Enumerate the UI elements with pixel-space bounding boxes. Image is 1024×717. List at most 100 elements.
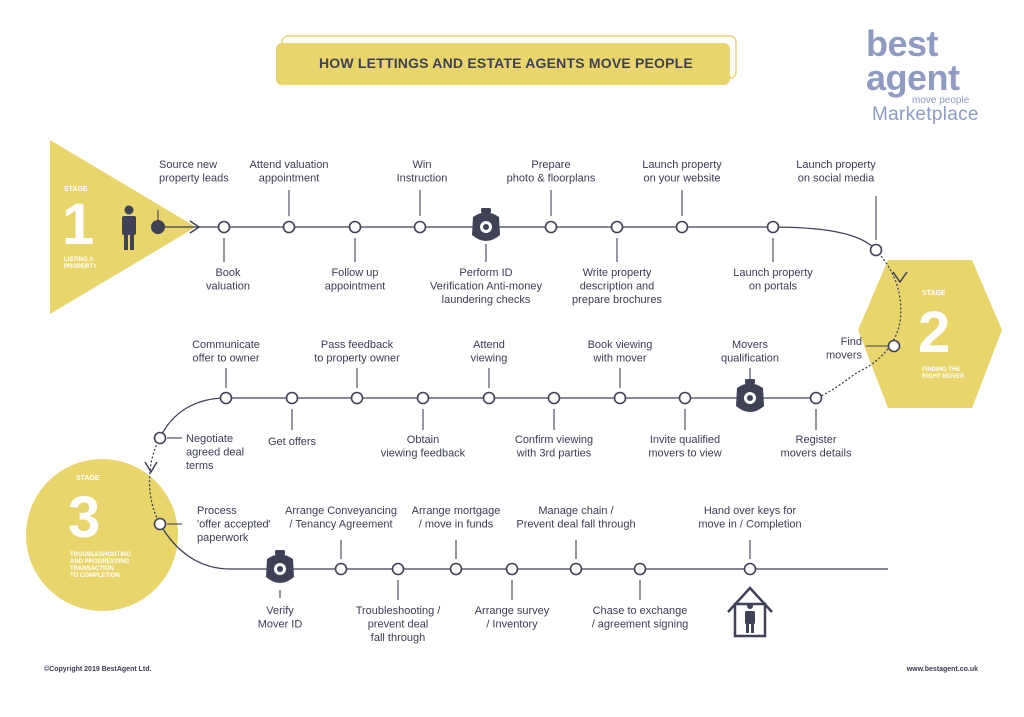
step-follow-up-label-line: Follow up: [331, 267, 378, 279]
step-manage-chain-label: Manage chain / Prevent deal fall through: [516, 505, 635, 531]
stage-3-caption-line: TRANSACTION: [70, 566, 114, 572]
logo-best-text: best: [866, 23, 939, 64]
logo-agent-text: agent: [866, 57, 960, 98]
step-invite-qualified-node: [678, 391, 692, 405]
step-launch-social-node: [869, 243, 883, 257]
step-register-movers-label-line: Register: [796, 434, 837, 446]
step-launch-website-node: [675, 220, 689, 234]
step-prepare-photo-label: Prepare photo & floorplans: [507, 159, 596, 185]
step-book-valuation-node: [217, 220, 231, 234]
step-book-valuation-label-line: valuation: [206, 281, 250, 293]
step-confirm-viewing-label-line: Confirm viewing: [515, 434, 593, 446]
stage-2-caption-line: RIGHT MOVER: [922, 374, 965, 380]
stage-1-number: 1: [62, 192, 94, 257]
step-arrange-conveyancing-label-line: Arrange Conveyancing: [285, 505, 397, 517]
step-arrange-survey-label: Arrange survey/ Inventory: [475, 605, 550, 631]
step-find-movers-node: [887, 339, 901, 353]
step-negotiate-node: [153, 431, 167, 445]
step-win-instruction-label-line: Win: [413, 159, 432, 171]
step-find-movers-label-line: movers: [826, 350, 863, 362]
step-arrange-mortgage-label-line: / move in funds: [419, 519, 494, 531]
step-arrange-survey-label-line: Arrange survey: [475, 605, 550, 617]
step-process-offer-label-line: paperwork: [197, 532, 249, 544]
step-communicate-offer-label-line: Communicate: [192, 339, 260, 351]
stage-1-label: STAGE: [64, 186, 88, 193]
step-prepare-photo-label-line: Prepare: [531, 159, 570, 171]
step-book-valuation-label-line: Book: [215, 267, 241, 279]
step-pass-feedback-node: [350, 391, 364, 405]
step-follow-up-label-line: appointment: [325, 281, 386, 293]
step-prepare-photo-label-line: photo & floorplans: [507, 173, 596, 185]
stage-3-caption-line: AND PROGRESSING: [70, 559, 130, 565]
step-attend-viewing-label: Attend viewing: [471, 339, 508, 365]
step-pass-feedback-label: Pass feedback to property owner: [314, 339, 400, 365]
step-negotiate-label-line: agreed deal: [186, 447, 244, 459]
stage-3-caption-line: TO COMPLETION: [70, 573, 120, 579]
step-verify-mover-label-line: Verify: [266, 605, 294, 617]
step-get-offers-node: [285, 391, 299, 405]
arrow-down-left-icon: [144, 461, 158, 474]
stage-3-label: STAGE: [76, 475, 100, 482]
step-movers-qualification-label-line: qualification: [721, 353, 779, 365]
step-process-offer-label: Process'offer accepted'paperwork: [197, 505, 271, 544]
step-verify-mover-police-badge-icon: [266, 550, 294, 583]
logo-tagline: move people: [912, 95, 970, 106]
step-hand-over-keys-label-line: Hand over keys for: [704, 505, 797, 517]
step-manage-chain-label-line: Manage chain /: [538, 505, 614, 517]
stage-2-number: 2: [918, 300, 950, 365]
step-obtain-feedback-node: [416, 391, 430, 405]
step-arrange-mortgage-node: [449, 562, 463, 576]
step-win-instruction-label-line: Instruction: [397, 173, 448, 185]
step-perform-id-label-line: laundering checks: [442, 294, 531, 306]
step-obtain-feedback-label-line: Obtain: [407, 434, 439, 446]
title-banner: [276, 43, 730, 85]
step-invite-qualified-label-line: Invite qualified: [650, 434, 720, 446]
step-manage-chain-label-line: Prevent deal fall through: [516, 519, 635, 531]
step-process-offer-node: [153, 517, 167, 531]
step-attend-viewing-label-line: viewing: [471, 353, 508, 365]
stage-2-caption-line: FINDING THE: [922, 367, 960, 373]
stage-3-number: 3: [68, 485, 100, 550]
step-obtain-feedback-label-line: viewing feedback: [381, 448, 466, 460]
step-write-description-label-line: prepare brochures: [572, 294, 662, 306]
step-pass-feedback-label-line: Pass feedback: [321, 339, 394, 351]
step-book-viewing-node: [613, 391, 627, 405]
arrow-down-right-icon: [892, 271, 908, 284]
step-chase-exchange-node: [633, 562, 647, 576]
step-write-description-label-line: description and: [580, 281, 655, 293]
step-chase-exchange-label-line: / agreement signing: [592, 619, 689, 631]
step-perform-id-label-line: Verification Anti-money: [430, 281, 542, 293]
step-attend-valuation-label-line: appointment: [259, 173, 320, 185]
step-attend-viewing-label-line: Attend: [473, 339, 505, 351]
step-launch-portals-label-line: on portals: [749, 281, 798, 293]
step-troubleshooting-node: [391, 562, 405, 576]
stage-1-caption-line: PROPERTY: [64, 264, 97, 270]
stage-3-circle: [26, 459, 178, 611]
step-pass-feedback-label-line: to property owner: [314, 353, 400, 365]
step-obtain-feedback-label: Obtain viewing feedback: [381, 434, 466, 460]
step-communicate-offer-node: [219, 391, 233, 405]
step-register-movers-label-line: movers details: [781, 448, 852, 460]
stage-1-caption-line: LISTING A: [64, 257, 94, 263]
step-confirm-viewing-label-line: with 3rd parties: [516, 448, 592, 460]
step-troubleshooting-label-line: fall through: [371, 632, 425, 644]
step-prepare-photo-node: [544, 220, 558, 234]
step-follow-up-label: Follow up appointment: [325, 267, 386, 293]
step-arrange-mortgage-label-line: Arrange mortgage: [412, 505, 501, 517]
step-hand-over-keys-node: [743, 562, 757, 576]
step-arrange-conveyancing-label-line: / Tenancy Agreement: [289, 519, 392, 531]
step-process-offer-label-line: Process: [197, 505, 237, 517]
step-follow-up-node: [348, 220, 362, 234]
